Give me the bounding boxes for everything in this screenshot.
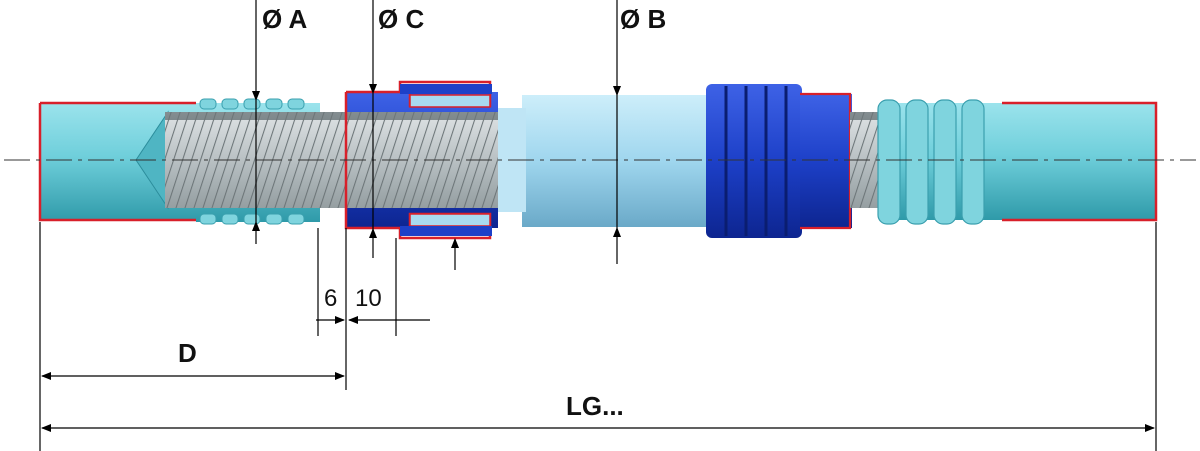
coupler-sleeve (498, 95, 708, 227)
dimension-dia-c (369, 0, 459, 270)
label-dia-a: Ø A (262, 4, 307, 34)
label-dia-c: Ø C (378, 4, 424, 34)
dimension-lg (41, 222, 1157, 451)
label-dim-10: 10 (355, 285, 382, 312)
dimension-d (39, 222, 345, 451)
label-dia-b: Ø B (620, 4, 666, 34)
dimension-6-10 (316, 228, 430, 390)
coupler-nut-ribbed (706, 84, 852, 238)
label-dim-lg: LG... (566, 391, 624, 421)
label-dim-6: 6 (324, 285, 337, 312)
label-dim-d: D (178, 338, 197, 368)
right-bar-end (877, 99, 1158, 225)
